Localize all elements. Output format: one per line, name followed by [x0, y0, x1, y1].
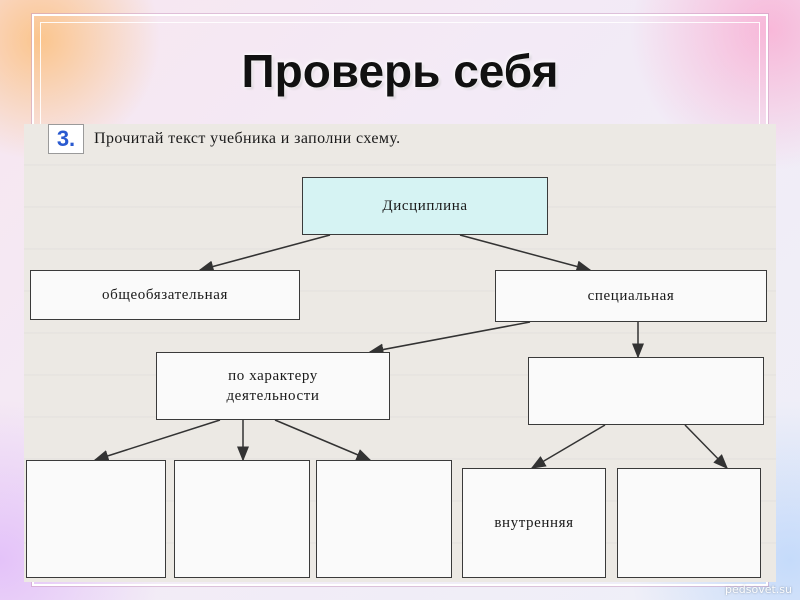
diagram-level1-left-box: общеобязательная [30, 270, 300, 320]
diagram-level3-a-box[interactable] [26, 460, 166, 578]
diagram-root-label: Дисциплина [382, 197, 468, 214]
exercise-instruction: Прочитай текст учебника и заполни схему. [94, 130, 401, 147]
diagram-level3-d-box: внутренняя [462, 468, 606, 578]
diagram-level2-left-box: по характеру деятельности [156, 352, 390, 420]
arrow-root-to-left [198, 234, 331, 273]
arrow-empty-to-d [530, 424, 606, 469]
arrow-root-to-right [459, 234, 592, 273]
diagram-level3-d-label: внутренняя [494, 514, 574, 531]
arrow-character-to-c [274, 419, 372, 461]
diagram-level3-e-box[interactable] [617, 468, 761, 578]
diagram-level3-c-box[interactable] [316, 460, 452, 578]
arrow-empty-to-e [684, 424, 729, 470]
diagram-level3-b-box[interactable] [174, 460, 310, 578]
arrow-character-to-a [93, 419, 221, 462]
diagram-root-box: Дисциплина [302, 177, 548, 235]
diagram-level1-left-label: общеобязательная [102, 286, 228, 303]
arrow-special-to-character [368, 321, 531, 356]
diagram-level2-left-label: по характеру деятельности [226, 367, 320, 404]
diagram-level1-right-box: специальная [495, 270, 767, 322]
exercise-number: 3. [48, 124, 84, 154]
diagram-level1-right-label: специальная [587, 287, 675, 304]
diagram-level2-right-box[interactable] [528, 357, 764, 425]
slide-title: Проверь себя [241, 45, 559, 97]
watermark: pedsovet.su [725, 583, 792, 596]
